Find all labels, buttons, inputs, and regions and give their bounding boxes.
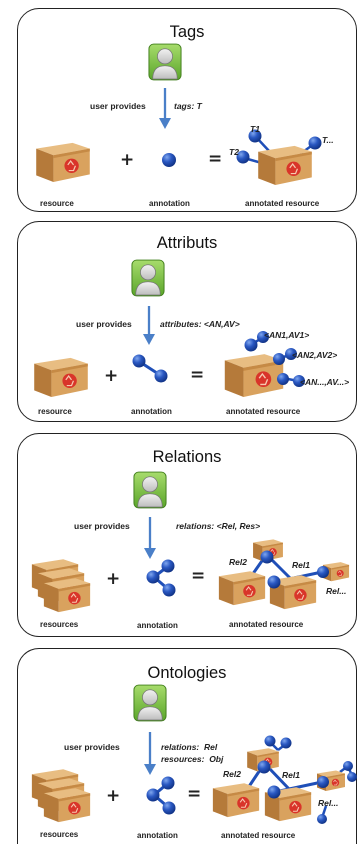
annotation-caption: annotation <box>131 407 172 416</box>
resources-caption: resources <box>40 830 79 839</box>
tag-label-t2: T2 <box>229 147 239 157</box>
panel-title: Tags <box>169 23 205 41</box>
tag-label-t1: T1 <box>250 124 260 134</box>
package-stack-icon <box>31 768 91 823</box>
provided-input-label: tags: T <box>174 101 202 111</box>
annotated-resource-graphic <box>236 129 322 186</box>
attribute-label-2: <AN2,AV2> <box>292 350 338 360</box>
resource-caption: resource <box>38 407 72 416</box>
equals-operator: = <box>187 784 202 804</box>
annotated-resource-graphic <box>212 735 357 824</box>
annotation-caption: annotation <box>137 831 178 840</box>
annotated-resource-caption: annotated resource <box>226 407 301 416</box>
annotation-node-icon <box>146 559 176 597</box>
equals-operator: = <box>208 149 223 169</box>
relation-label-more: Rel... <box>318 798 339 808</box>
attribute-label-more: <AN...,AV...> <box>300 377 350 387</box>
provided-relations-line: relations: Rel <box>161 742 218 752</box>
attribute-label-1: <AN1,AV1> <box>264 330 310 340</box>
panel-title: Attributs <box>156 234 218 252</box>
arrow-down-icon <box>143 306 155 345</box>
user-provides-label: user provides <box>64 742 120 752</box>
relation-label-1: Rel1 <box>282 770 300 780</box>
annotated-resource-caption: annotated resource <box>245 199 320 208</box>
annotation-caption: annotation <box>137 621 178 630</box>
annotated-resource-caption: annotated resource <box>221 831 296 840</box>
arrow-down-icon <box>144 517 156 559</box>
annotation-node-icon <box>146 776 176 815</box>
annotated-resource-graphic <box>218 539 350 610</box>
annotated-resource-caption: annotated resource <box>229 620 304 629</box>
panel-title: Ontologies <box>147 664 227 682</box>
equals-operator: = <box>191 566 206 586</box>
user-provides-label: user provides <box>74 521 130 531</box>
arrow-down-icon <box>144 732 156 775</box>
user-icon <box>133 684 167 722</box>
equals-operator: = <box>190 365 205 385</box>
annotated-resource-graphic <box>224 331 305 398</box>
panel-title: Relations <box>152 448 222 466</box>
plus-operator: + <box>120 150 135 170</box>
provided-input-label: relations: <Rel, Res> <box>176 521 261 531</box>
plus-operator: + <box>104 366 119 386</box>
relation-label-2: Rel2 <box>229 557 247 567</box>
annotation-node-icon <box>162 153 176 167</box>
plus-operator: + <box>106 786 121 806</box>
relation-label-more: Rel... <box>326 586 347 596</box>
plus-operator: + <box>106 569 121 589</box>
resource-caption: resource <box>40 199 74 208</box>
panel-tags: Tags <box>17 8 357 212</box>
provided-input-label: attributes: <AN,AV> <box>160 319 240 329</box>
relation-label-2: Rel2 <box>223 769 241 779</box>
tag-label-t-more: T... <box>322 135 334 145</box>
user-provides-label: user provides <box>90 101 146 111</box>
relation-label-1: Rel1 <box>292 560 310 570</box>
arrow-down-icon <box>159 88 171 129</box>
annotation-node-icon <box>132 354 168 383</box>
user-provides-label: user provides <box>76 319 132 329</box>
provided-resources-line: resources: Obj <box>161 754 224 764</box>
resources-caption: resources <box>40 620 79 629</box>
annotation-caption: annotation <box>149 199 190 208</box>
